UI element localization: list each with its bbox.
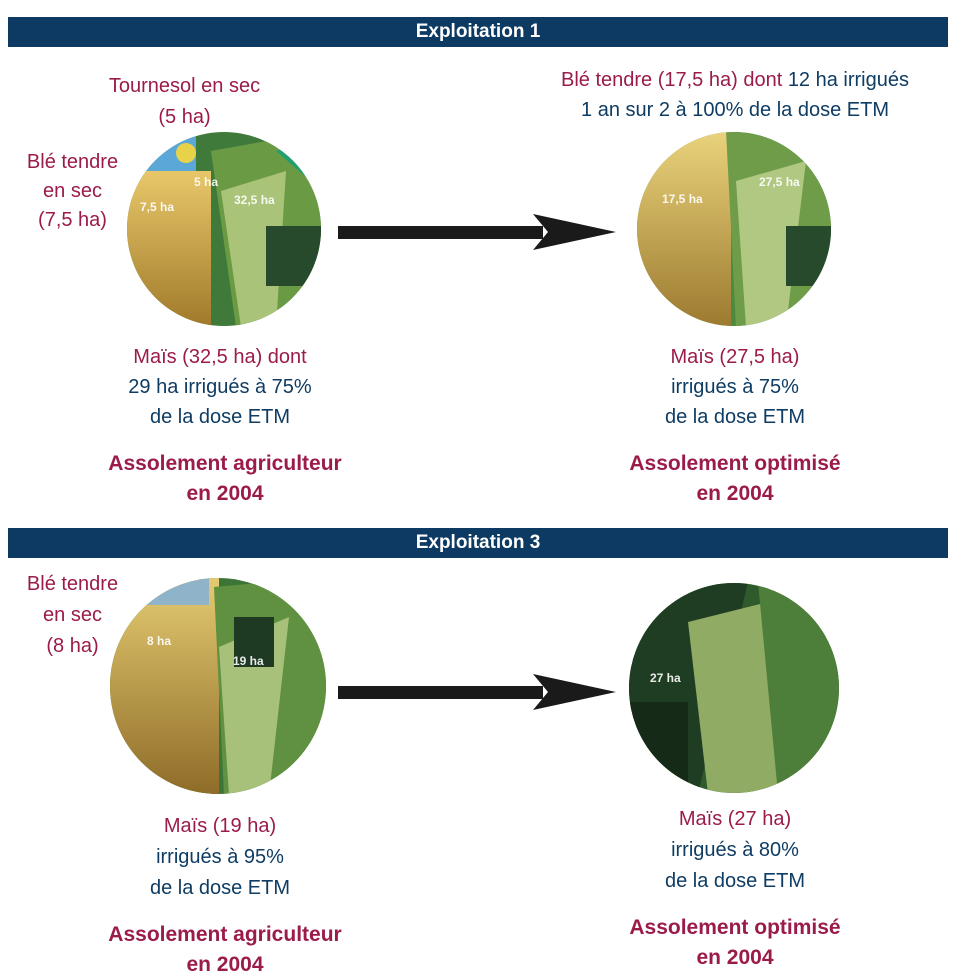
label-irrigation-frequency: 1 an sur 2 à 100% de la dose ETM <box>581 99 889 121</box>
crop-photo-circle-3-left: 8 ha 19 ha <box>110 578 326 794</box>
label-ble-tendre-2: Blé tendre <box>26 573 119 595</box>
label-mais-irrigation-right: irrigués à 75% <box>671 376 799 398</box>
caption-assolement-optimise-3: Assolement optimisé <box>629 916 841 939</box>
label-ble-tendre-irrigue: Blé tendre (17,5 ha) dont 12 ha irrigués <box>525 66 945 94</box>
label-mais-right: Maïs (27,5 ha) <box>670 346 800 368</box>
section-header-exploitation-1: Exploitation 1 <box>8 17 948 47</box>
label-dose-left: de la dose ETM <box>149 406 291 428</box>
circle-label-17-5-ha: 17,5 ha <box>662 192 703 206</box>
label-tournesol: Tournesol en sec <box>108 75 261 97</box>
circle-label-32-5-ha: 32,5 ha <box>234 193 275 207</box>
circle-label-5-ha: 5 ha <box>194 175 218 189</box>
crop-photo-circle-1-left: 5 ha 7,5 ha 32,5 ha <box>127 132 321 326</box>
label-mais-irrigation-left: 29 ha irrigués à 75% <box>128 376 312 398</box>
label-dose-right: de la dose ETM <box>664 406 806 428</box>
label-tournesol-area: (5 ha) <box>158 106 211 128</box>
label-ble-tendre: Blé tendre <box>26 151 119 173</box>
caption-assolement-agriculteur-3: Assolement agriculteur <box>108 923 342 946</box>
circle-label-27-ha: 27 ha <box>650 671 681 685</box>
label-mais-right-3: Maïs (27 ha) <box>678 808 792 830</box>
caption-year-right-3: en 2004 <box>696 946 774 969</box>
circle-label-7-5-ha: 7,5 ha <box>140 200 174 214</box>
label-dose-right-3: de la dose ETM <box>664 870 806 892</box>
section-header-exploitation-3: Exploitation 3 <box>8 528 948 558</box>
crop-photo-circle-3-right: 27 ha <box>629 583 839 793</box>
label-mais-irrigation-left-3: irrigués à 95% <box>156 846 284 868</box>
transition-arrow-1 <box>338 214 616 250</box>
circle-label-8-ha: 8 ha <box>147 634 171 648</box>
label-mais-left: Maïs (32,5 ha) dont <box>133 346 307 368</box>
label-mais-left-3: Maïs (19 ha) <box>163 815 277 837</box>
transition-arrow-3 <box>338 674 616 710</box>
label-ble-en-sec: en sec <box>43 180 102 202</box>
label-ble-area: (7,5 ha) <box>38 209 107 231</box>
label-ble-en-sec-2: en sec <box>43 604 102 626</box>
caption-assolement-agriculteur: Assolement agriculteur <box>108 452 342 475</box>
caption-year-left-3: en 2004 <box>186 953 264 976</box>
circle-label-19-ha: 19 ha <box>233 654 264 668</box>
label-mais-irrigation-right-3: irrigués à 80% <box>671 839 799 861</box>
circle-label-27-5-ha: 27,5 ha <box>759 175 800 189</box>
caption-year-right: en 2004 <box>696 482 774 505</box>
label-ble-area-2: (8 ha) <box>46 635 99 657</box>
crop-photo-circle-1-right: 17,5 ha 27,5 ha <box>637 132 831 326</box>
label-ble-tendre-area: Blé tendre (17,5 ha) dont <box>560 69 788 91</box>
label-irrigated-area: 12 ha irrigués <box>787 69 909 91</box>
caption-year-left: en 2004 <box>186 482 264 505</box>
caption-assolement-optimise: Assolement optimisé <box>629 452 841 475</box>
label-dose-left-3: de la dose ETM <box>149 877 291 899</box>
